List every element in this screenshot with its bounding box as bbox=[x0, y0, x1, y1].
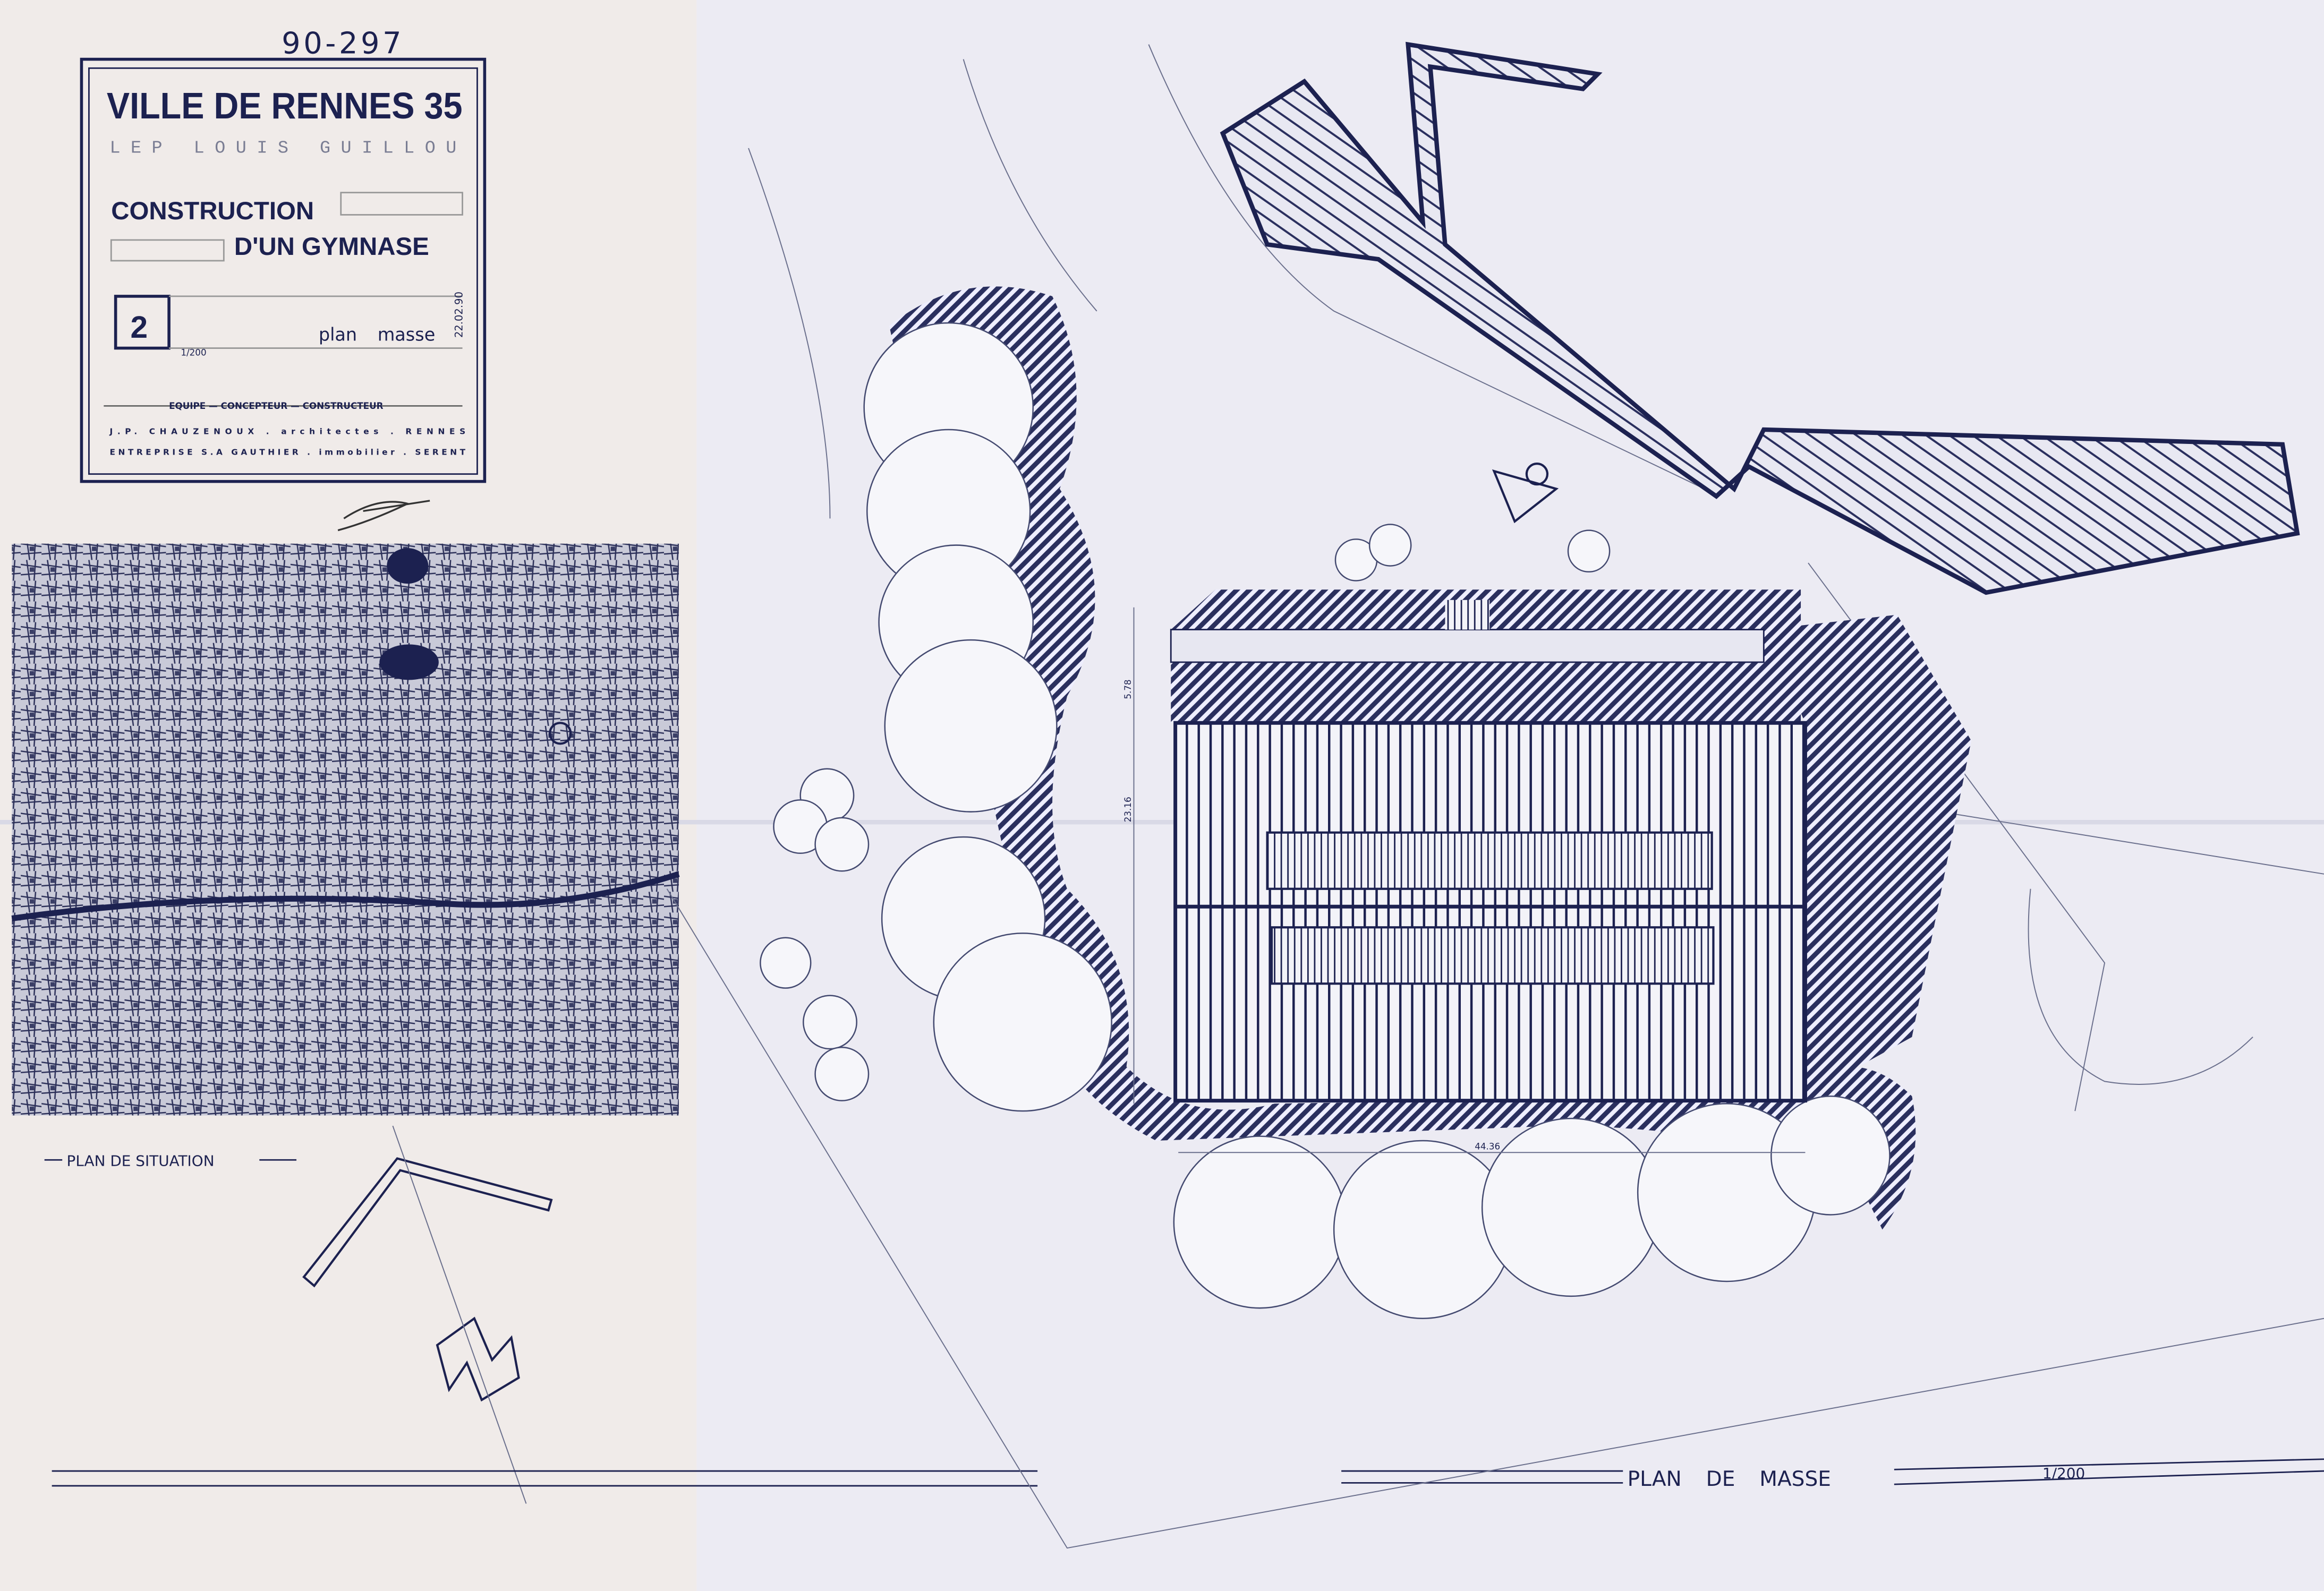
gymnasium-building bbox=[1170, 589, 1971, 1103]
dimension-strip: 5.78 bbox=[1122, 679, 1133, 699]
situation-map bbox=[12, 543, 679, 1116]
existing-building bbox=[1220, 41, 2300, 595]
bottom-rule bbox=[52, 1458, 2324, 1487]
plan-scale: 1/200 bbox=[2042, 1465, 2085, 1482]
situation-label: PLAN DE SITUATION bbox=[67, 1152, 215, 1169]
sheet-number: 2 bbox=[131, 310, 148, 345]
project-line-2: D'UN GYMNASE bbox=[234, 233, 429, 261]
trees bbox=[760, 286, 1916, 1319]
signature bbox=[337, 500, 430, 532]
north-arrow-icon bbox=[436, 1316, 520, 1402]
site-outline bbox=[302, 1157, 553, 1288]
plan-title: PLAN DE MASSE bbox=[1628, 1467, 1831, 1491]
school-name: LEP LOUIS GUILLOU bbox=[109, 138, 459, 158]
sheet-scale: 1/200 bbox=[181, 347, 206, 357]
entrance-triangle-icon bbox=[1492, 469, 1559, 524]
team-header: EQUIPE — CONCEPTEUR — CONSTRUCTEUR bbox=[169, 400, 384, 411]
project-line-1: CONSTRUCTION bbox=[111, 197, 314, 225]
entrance-circle-icon bbox=[1525, 463, 1549, 486]
site-marker bbox=[549, 722, 572, 745]
sheet-date: 22.02.90 bbox=[453, 292, 465, 338]
sheet-number-box bbox=[114, 295, 171, 350]
dimension-width: 44.36 bbox=[1475, 1141, 1500, 1152]
sheet-title: plan masse bbox=[319, 324, 435, 345]
dimension-depth: 23.16 bbox=[1122, 797, 1133, 822]
city-title: VILLE DE RENNES 35 bbox=[107, 85, 463, 126]
stamp-number: 90-297 bbox=[282, 26, 404, 61]
